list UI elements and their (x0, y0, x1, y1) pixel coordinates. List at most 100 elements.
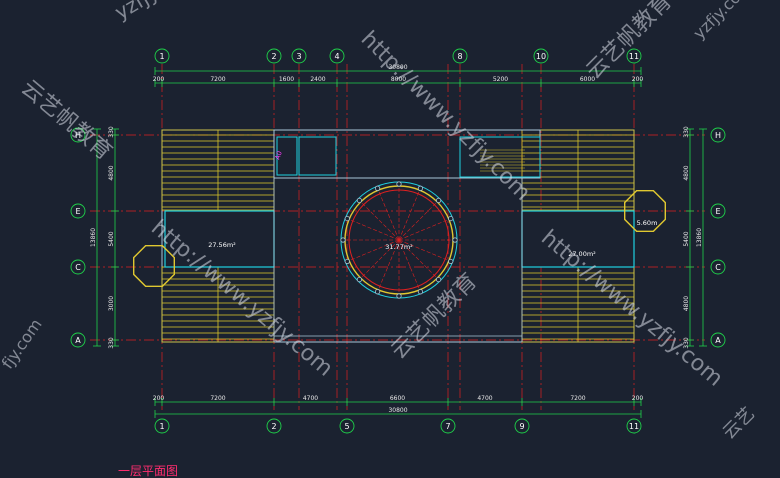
dim-label: 200 (153, 395, 165, 402)
room-right (521, 210, 635, 268)
dim-label: 8000 (391, 76, 406, 83)
rotunda-spoke (398, 186, 422, 241)
axis-bubble (266, 418, 282, 434)
rotunda-column (435, 197, 442, 204)
axis-label: 11 (629, 52, 639, 61)
rotunda-spoke (398, 239, 453, 263)
rotunda-spoke (398, 239, 422, 294)
dim-label: 5200 (493, 76, 508, 83)
axis-label: 10 (536, 52, 546, 61)
axis-bubble (154, 48, 170, 64)
axis-bubble (70, 203, 86, 219)
dim-label: 1600 (279, 76, 294, 83)
rotunda-spoke (398, 239, 441, 282)
dim-label: 330 (108, 337, 115, 349)
axis-label: 2 (271, 422, 276, 431)
bay-right (624, 189, 666, 233)
stair-room (459, 136, 541, 178)
dim-label: 200 (153, 76, 165, 83)
axis-label: 1 (159, 52, 164, 61)
rotunda-spoke (345, 239, 400, 263)
rotunda-column (396, 293, 402, 299)
watermark-url-short: fjy.com (0, 315, 46, 372)
rotunda-spoke (398, 198, 441, 241)
watermark-corner: yzfjy.com (689, 0, 755, 43)
dim-label: 6000 (580, 76, 595, 83)
watermark-brand: 云艺帆教育 (16, 75, 116, 165)
drawing-title: 一层平面图 (118, 464, 178, 478)
axis-bubble (291, 48, 307, 64)
dim-label: 200 (632, 76, 644, 83)
watermark-brand-short: 云艺 (719, 403, 759, 443)
room-left (164, 210, 275, 268)
room-label-right-small: 5.60m (637, 219, 658, 227)
watermark-brand: 云艺帆教育 (387, 269, 482, 364)
axis-bubble (710, 332, 726, 348)
axis-label: H (75, 131, 81, 140)
rotunda-column (448, 215, 454, 222)
rotunda-column (374, 185, 381, 191)
dim-label: 4800 (683, 296, 690, 311)
axis-label: A (75, 336, 81, 345)
dim-label: 7200 (570, 395, 585, 402)
dim-label: 4700 (477, 395, 492, 402)
rotunda-spoke (376, 186, 400, 241)
axis-bubble (70, 127, 86, 143)
axis-bubble (626, 48, 642, 64)
service-room (298, 136, 337, 176)
rotunda-column (374, 289, 381, 295)
axis-bubble (154, 418, 170, 434)
dim-label: 6600 (390, 395, 405, 402)
axis-label: 2 (271, 52, 276, 61)
magenta-annotation: A0 (273, 150, 283, 161)
dim-label: 4800 (108, 165, 115, 180)
dim-label: 330 (683, 126, 690, 138)
axis-bubble (452, 48, 468, 64)
dim-label: 4800 (683, 165, 690, 180)
axis-label: 1 (159, 422, 164, 431)
axis-label: 4 (334, 52, 339, 61)
rotunda-column (435, 276, 442, 283)
axis-bubble (70, 332, 86, 348)
axis-label: 3 (296, 52, 301, 61)
axis-bubble (533, 48, 549, 64)
rotunda-column (344, 258, 350, 265)
dim-label: 7200 (210, 395, 225, 402)
axis-label: 8 (457, 52, 462, 61)
dim-label: 4700 (303, 395, 318, 402)
dim-label: 5400 (683, 231, 690, 246)
axis-bubble (710, 127, 726, 143)
rotunda-spoke (357, 239, 400, 282)
axis-label: C (715, 263, 721, 272)
rotunda-column (452, 237, 458, 243)
watermark-corner: yzfjy.com (111, 0, 204, 24)
axis-bubble (70, 259, 86, 275)
axis-bubble (710, 259, 726, 275)
dim-label: 5400 (108, 231, 115, 246)
dim-label: 7200 (210, 76, 225, 83)
rotunda-column (417, 289, 424, 295)
bay-left (132, 244, 176, 287)
axis-bubble (710, 203, 726, 219)
rotunda-column (448, 258, 454, 265)
rotunda-column (356, 276, 363, 283)
axis-label: E (715, 207, 720, 216)
rotunda-column (344, 215, 350, 222)
dim-label: 3000 (108, 296, 115, 311)
axis-label: H (715, 131, 721, 140)
axis-bubble (339, 418, 355, 434)
watermark-url: http://www.yzfjy.com (356, 27, 535, 206)
axis-label: 5 (344, 422, 349, 431)
axis-bubble (266, 48, 282, 64)
toilet-room (276, 136, 298, 176)
watermark-brand: 云艺帆教育 (582, 0, 677, 84)
dim-label: 2400 (310, 76, 325, 83)
rotunda-spoke (357, 198, 400, 241)
rotunda-column (417, 185, 424, 191)
rotunda-column (340, 237, 346, 243)
room-label-left: 27.56m² (208, 241, 236, 249)
